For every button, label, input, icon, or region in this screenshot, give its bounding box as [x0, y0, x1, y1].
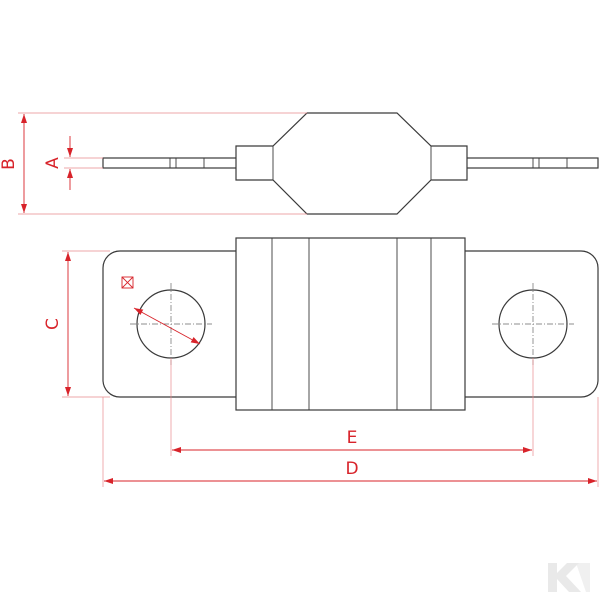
top-view-body	[235, 237, 466, 411]
dimension-labels: B A C E D	[0, 157, 359, 479]
dimension-lines	[21, 114, 597, 484]
k-logo-watermark	[548, 563, 590, 592]
dimension-label-a: A	[43, 157, 63, 169]
side-view-body	[235, 112, 468, 215]
dimension-label-b: B	[0, 158, 19, 170]
side-view-tab-right	[464, 157, 599, 169]
dimension-label-c: C	[43, 318, 63, 330]
dimension-label-e: E	[347, 428, 358, 448]
dimension-label-d: D	[345, 459, 358, 479]
extension-lines	[18, 112, 599, 487]
top-view	[102, 237, 599, 411]
side-view	[102, 112, 599, 215]
hole-diameter-line	[133, 307, 201, 345]
side-view-tab-left	[102, 157, 240, 169]
flatness-symbol-icon	[121, 276, 134, 289]
